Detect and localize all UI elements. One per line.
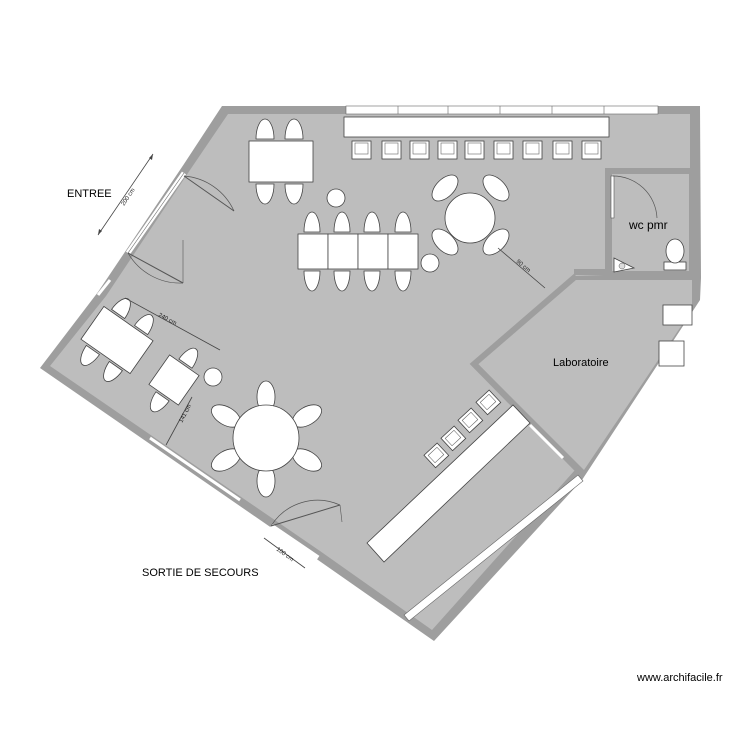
long-table (297, 211, 419, 292)
top-windows (345, 105, 659, 115)
stool-small-2 (420, 253, 440, 273)
credit-text: www.archifacile.fr (636, 672, 723, 684)
stool-small-3 (203, 367, 223, 387)
round-table-top-right (431, 174, 510, 256)
emergency-exit-door (269, 499, 343, 561)
wc-door-leaf (610, 175, 615, 219)
entrance-door (125, 171, 235, 284)
bottom-counter (366, 404, 531, 563)
window-bottom-left (149, 436, 241, 502)
table-small-square (148, 347, 200, 413)
label-wc-pmr: wc pmr (628, 218, 668, 232)
main-floor (50, 114, 690, 630)
counter-stools-top (351, 140, 602, 160)
dimension-label-4: 100 cm (275, 547, 294, 563)
table-top-left (248, 118, 314, 205)
entrance-jamb-lower (96, 279, 112, 296)
dimension-label-1: 200 cm (121, 187, 137, 207)
glass-panel (403, 474, 584, 622)
laboratoire-partition-diagonal (469, 273, 583, 475)
laboratoire-floor (478, 280, 692, 470)
lab-equipment-1 (662, 304, 693, 326)
label-sortie-de-secours: SORTIE DE SECOURS (142, 567, 259, 579)
table-left (80, 298, 154, 382)
label-entree: ENTREE (67, 188, 112, 200)
lab-equipment-2 (658, 340, 685, 367)
top-counter (343, 116, 610, 138)
label-laboratoire: Laboratoire (553, 357, 609, 369)
counter-stools-bottom (423, 389, 502, 469)
round-table-large (211, 380, 322, 498)
stool-small-1 (326, 188, 346, 208)
toilet-bowl (665, 238, 685, 264)
wc-door-swing (612, 175, 658, 219)
wc-sink-basin (618, 262, 626, 270)
lab-door-line (528, 423, 565, 460)
